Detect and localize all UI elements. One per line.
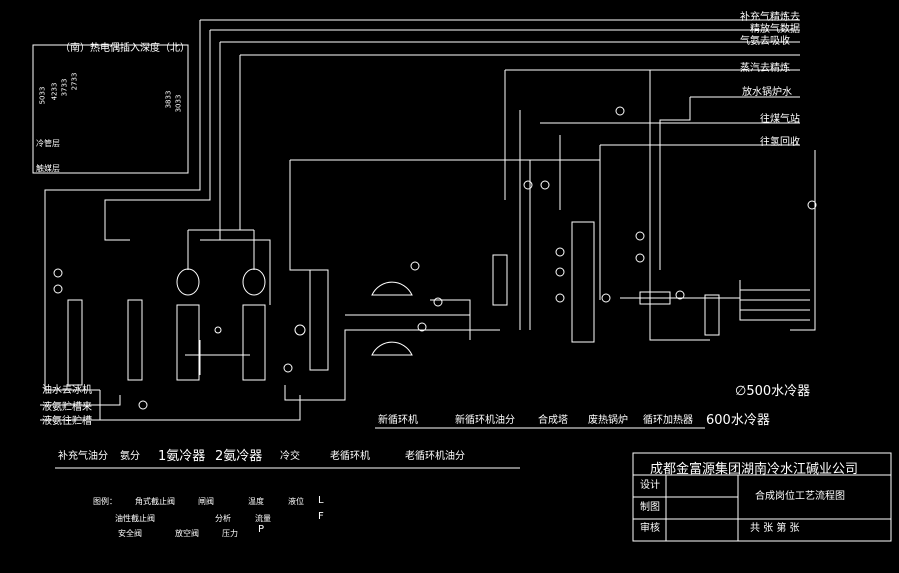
- equipment-label: 合成塔: [538, 415, 568, 426]
- legend-item: 分析: [215, 514, 231, 523]
- line-label: 气氨去吸收: [740, 36, 790, 47]
- sheet-count: 共 张 第 张: [750, 523, 800, 534]
- depth-label: 3733: [60, 78, 69, 97]
- legend-item: 温度: [248, 497, 264, 506]
- legend-item: 闸阀: [198, 497, 214, 506]
- company-name: 成都金富源集团湖南冷水江碱业公司: [650, 462, 859, 477]
- equipment-label: 循环加热器: [643, 415, 693, 426]
- equipment-label: 600水冷器: [706, 413, 770, 428]
- line-label: 往氢回收: [760, 137, 800, 148]
- equipment-label: 老循环机: [330, 451, 370, 462]
- equipment-label: 新循环机: [378, 415, 418, 426]
- title-row-label: 审核: [640, 523, 660, 534]
- legend-item: 流量: [255, 514, 271, 523]
- equipment-label: 老循环机油分: [405, 451, 465, 462]
- title-row-label: 制图: [640, 502, 660, 513]
- line-label: 精放气数据: [750, 24, 800, 35]
- legend-item: F: [318, 511, 324, 522]
- pipe-lines: [32, 19, 892, 542]
- line-label: 补充气精炼去: [740, 12, 800, 23]
- legend-item: 液位: [288, 497, 304, 506]
- legend-item: 压力: [222, 529, 238, 538]
- title-row-label: 设计: [640, 480, 660, 491]
- drawing-title: 合成岗位工艺流程图: [755, 491, 845, 502]
- legend-item: 油性截止阀: [115, 514, 155, 523]
- cooler-500-label: ∅500水冷器: [735, 384, 811, 399]
- stream-label: 液氨贮槽来: [42, 402, 92, 413]
- depth-label: 3033: [174, 94, 183, 113]
- line-label: 放水锅炉水: [742, 87, 792, 98]
- equipment-label: 氨分: [120, 451, 140, 462]
- layer-label: 触媒层: [36, 164, 60, 173]
- line-label: 往煤气站: [760, 114, 800, 125]
- layer-label: 冷管层: [36, 139, 60, 148]
- legend-item: L: [318, 495, 324, 506]
- equipment-label: 冷交: [280, 451, 300, 462]
- equipment-label: 2氨冷器: [215, 449, 263, 464]
- equipment-label: 废热锅炉: [588, 415, 628, 426]
- depth-label: 4233: [50, 82, 59, 101]
- equipment-label: 1氨冷器: [158, 449, 206, 464]
- equipment-label: 新循环机油分: [455, 415, 515, 426]
- stream-label: 油水去冰机: [42, 385, 92, 396]
- equipment-label: 补充气油分: [58, 451, 108, 462]
- instrument-gauges: [53, 106, 817, 410]
- line-label: 蒸汽去精炼: [740, 63, 790, 74]
- depth-label: 3833: [164, 90, 173, 109]
- legend-item: 角式截止阀: [135, 497, 175, 506]
- legend-heading: 图例：: [93, 497, 117, 506]
- legend-item: 安全阀: [118, 529, 142, 538]
- stream-label: 液氨往贮槽: [42, 416, 92, 427]
- depth-label: 2733: [70, 72, 79, 91]
- legend-item: 放空阀: [175, 529, 199, 538]
- probe-title: （南）热电偶插入深度（北）: [60, 43, 190, 54]
- depth-label: 5033: [38, 86, 47, 105]
- legend-item: P: [258, 524, 265, 535]
